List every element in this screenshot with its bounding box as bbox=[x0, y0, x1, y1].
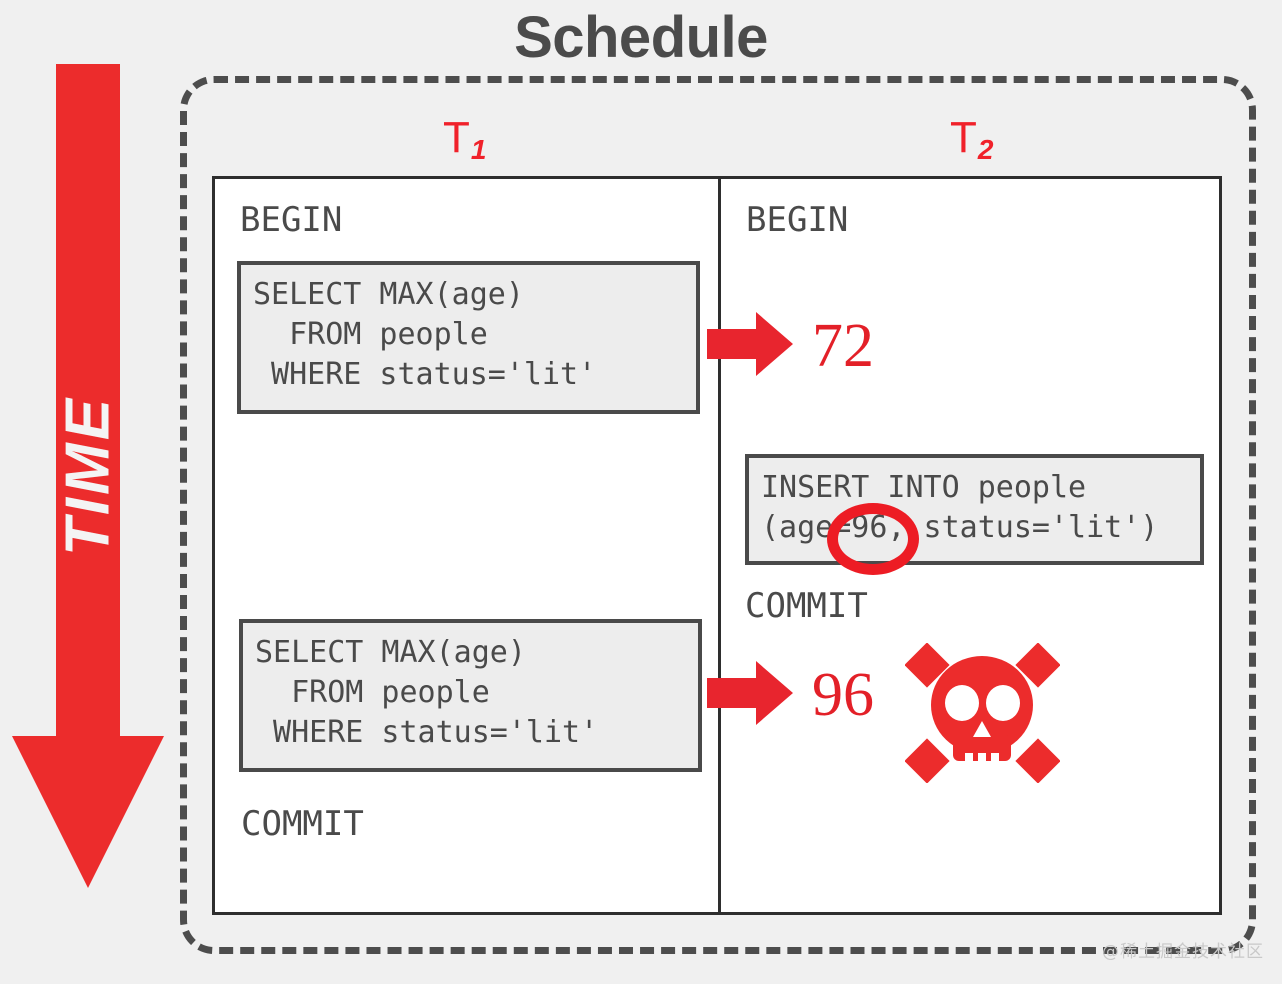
result-arrow-96 bbox=[707, 661, 793, 725]
transaction-name-t1: T bbox=[443, 113, 470, 162]
result-arrow-72 bbox=[707, 312, 793, 376]
right-arrow-icon bbox=[707, 312, 793, 376]
t1-begin-label: BEGIN bbox=[240, 200, 343, 240]
result-value-72: 72 bbox=[812, 312, 874, 380]
transaction-column-t1: BEGIN SELECT MAX(age) FROM people WHERE … bbox=[215, 179, 718, 912]
time-axis-arrow: TIME bbox=[12, 64, 164, 888]
schedule-panel: BEGIN SELECT MAX(age) FROM people WHERE … bbox=[212, 176, 1222, 915]
page-title: Schedule bbox=[514, 5, 768, 70]
result-value-96: 96 bbox=[812, 661, 874, 729]
t1-select-statement-2: SELECT MAX(age) FROM people WHERE status… bbox=[239, 619, 702, 772]
t2-commit-label: COMMIT bbox=[745, 586, 868, 626]
t2-insert-statement: INSERT INTO people (age=96, status='lit'… bbox=[745, 454, 1204, 565]
t1-commit-label: COMMIT bbox=[241, 804, 364, 844]
schedule-container bbox=[180, 76, 1256, 954]
transaction-header-t1: T1 bbox=[443, 116, 486, 164]
watermark-text: @稀土掘金技术社区 bbox=[1102, 942, 1264, 962]
transaction-name-t2: T bbox=[950, 113, 977, 162]
t1-select-statement-1: SELECT MAX(age) FROM people WHERE status… bbox=[237, 261, 700, 414]
down-arrow-icon bbox=[12, 64, 164, 888]
transaction-subscript-t1: 1 bbox=[470, 134, 487, 165]
right-arrow-icon bbox=[707, 661, 793, 725]
skull-and-crossbones-icon bbox=[904, 642, 1061, 784]
transaction-column-t2: BEGIN INSERT INTO people (age=96, status… bbox=[718, 179, 1219, 912]
transaction-subscript-t2: 2 bbox=[977, 134, 994, 165]
transaction-header-t2: T2 bbox=[950, 116, 993, 164]
t2-begin-label: BEGIN bbox=[746, 200, 849, 240]
